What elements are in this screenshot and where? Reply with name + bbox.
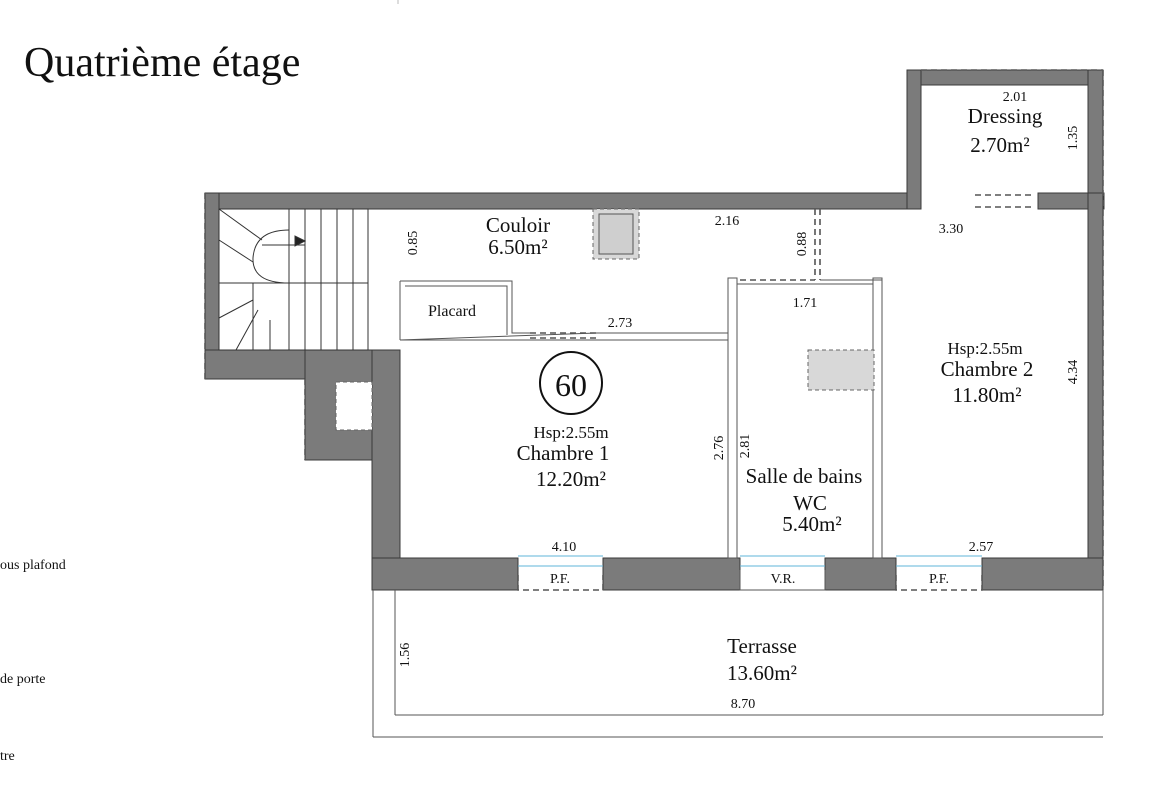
dim-chambre1-w: 4.10 (552, 540, 577, 555)
chambre1-name: Chambre 1 (517, 441, 610, 465)
legend-item-1: ous plafond (0, 558, 66, 573)
walls (204, 69, 1105, 591)
dim-sdb-top: 1.71 (793, 296, 818, 311)
chambre1-height: Hsp:2.55m (533, 423, 608, 442)
dressing-name: Dressing (968, 104, 1043, 128)
sdb-name: Salle de bains (746, 464, 863, 488)
chambre2-name: Chambre 2 (941, 357, 1034, 381)
chambre2-height: Hsp:2.55m (947, 339, 1022, 358)
dim-sdb-h: 2.81 (738, 434, 753, 459)
dressing-area: 2.70m² (970, 133, 1029, 157)
placard-name: Placard (428, 303, 476, 320)
sdb-name-2: WC (793, 491, 827, 515)
page-title: Quatrième étage (24, 40, 300, 86)
legend-item-3: tre (0, 749, 15, 764)
dim-chambre1-h: 2.76 (712, 436, 727, 461)
opening-pf-2: P.F. (929, 572, 949, 587)
dim-terrasse-w: 8.70 (731, 697, 756, 712)
dressing-width: 2.01 (1003, 90, 1028, 105)
chambre2-area: 11.80m² (952, 383, 1021, 407)
opening-pf-1: P.F. (550, 572, 570, 587)
lot-circle (539, 351, 603, 415)
partitions (399, 209, 883, 559)
dim-couloir-w: 2.16 (715, 214, 740, 229)
terrace-outline (372, 590, 1104, 738)
couloir-name: Couloir (486, 213, 550, 237)
legend-item-2: de porte (0, 672, 45, 687)
dim-passage-h: 0.88 (795, 232, 810, 257)
dim-chambre2-top: 3.30 (939, 222, 964, 237)
shaft (335, 381, 373, 431)
lot-number: 60 (555, 367, 587, 403)
dim-couloir-h: 0.85 (406, 231, 421, 256)
dressing-depth: 1.35 (1066, 126, 1081, 151)
dim-terrasse-h: 1.56 (398, 643, 413, 668)
dim-chambre2-h: 4.34 (1066, 360, 1081, 385)
dim-chambre1-top: 2.73 (608, 316, 633, 331)
opening-vr: V.R. (771, 572, 796, 587)
terrasse-name: Terrasse (727, 634, 797, 658)
windows (517, 555, 983, 591)
couloir-area: 6.50m² (488, 235, 547, 259)
staircase (218, 208, 369, 351)
vent-shaft-2 (807, 349, 875, 391)
dim-chambre2-w: 2.57 (969, 540, 994, 555)
sdb-area: 5.40m² (782, 512, 841, 536)
chambre1-area: 12.20m² (536, 467, 606, 491)
terrasse-area: 13.60m² (727, 661, 797, 685)
